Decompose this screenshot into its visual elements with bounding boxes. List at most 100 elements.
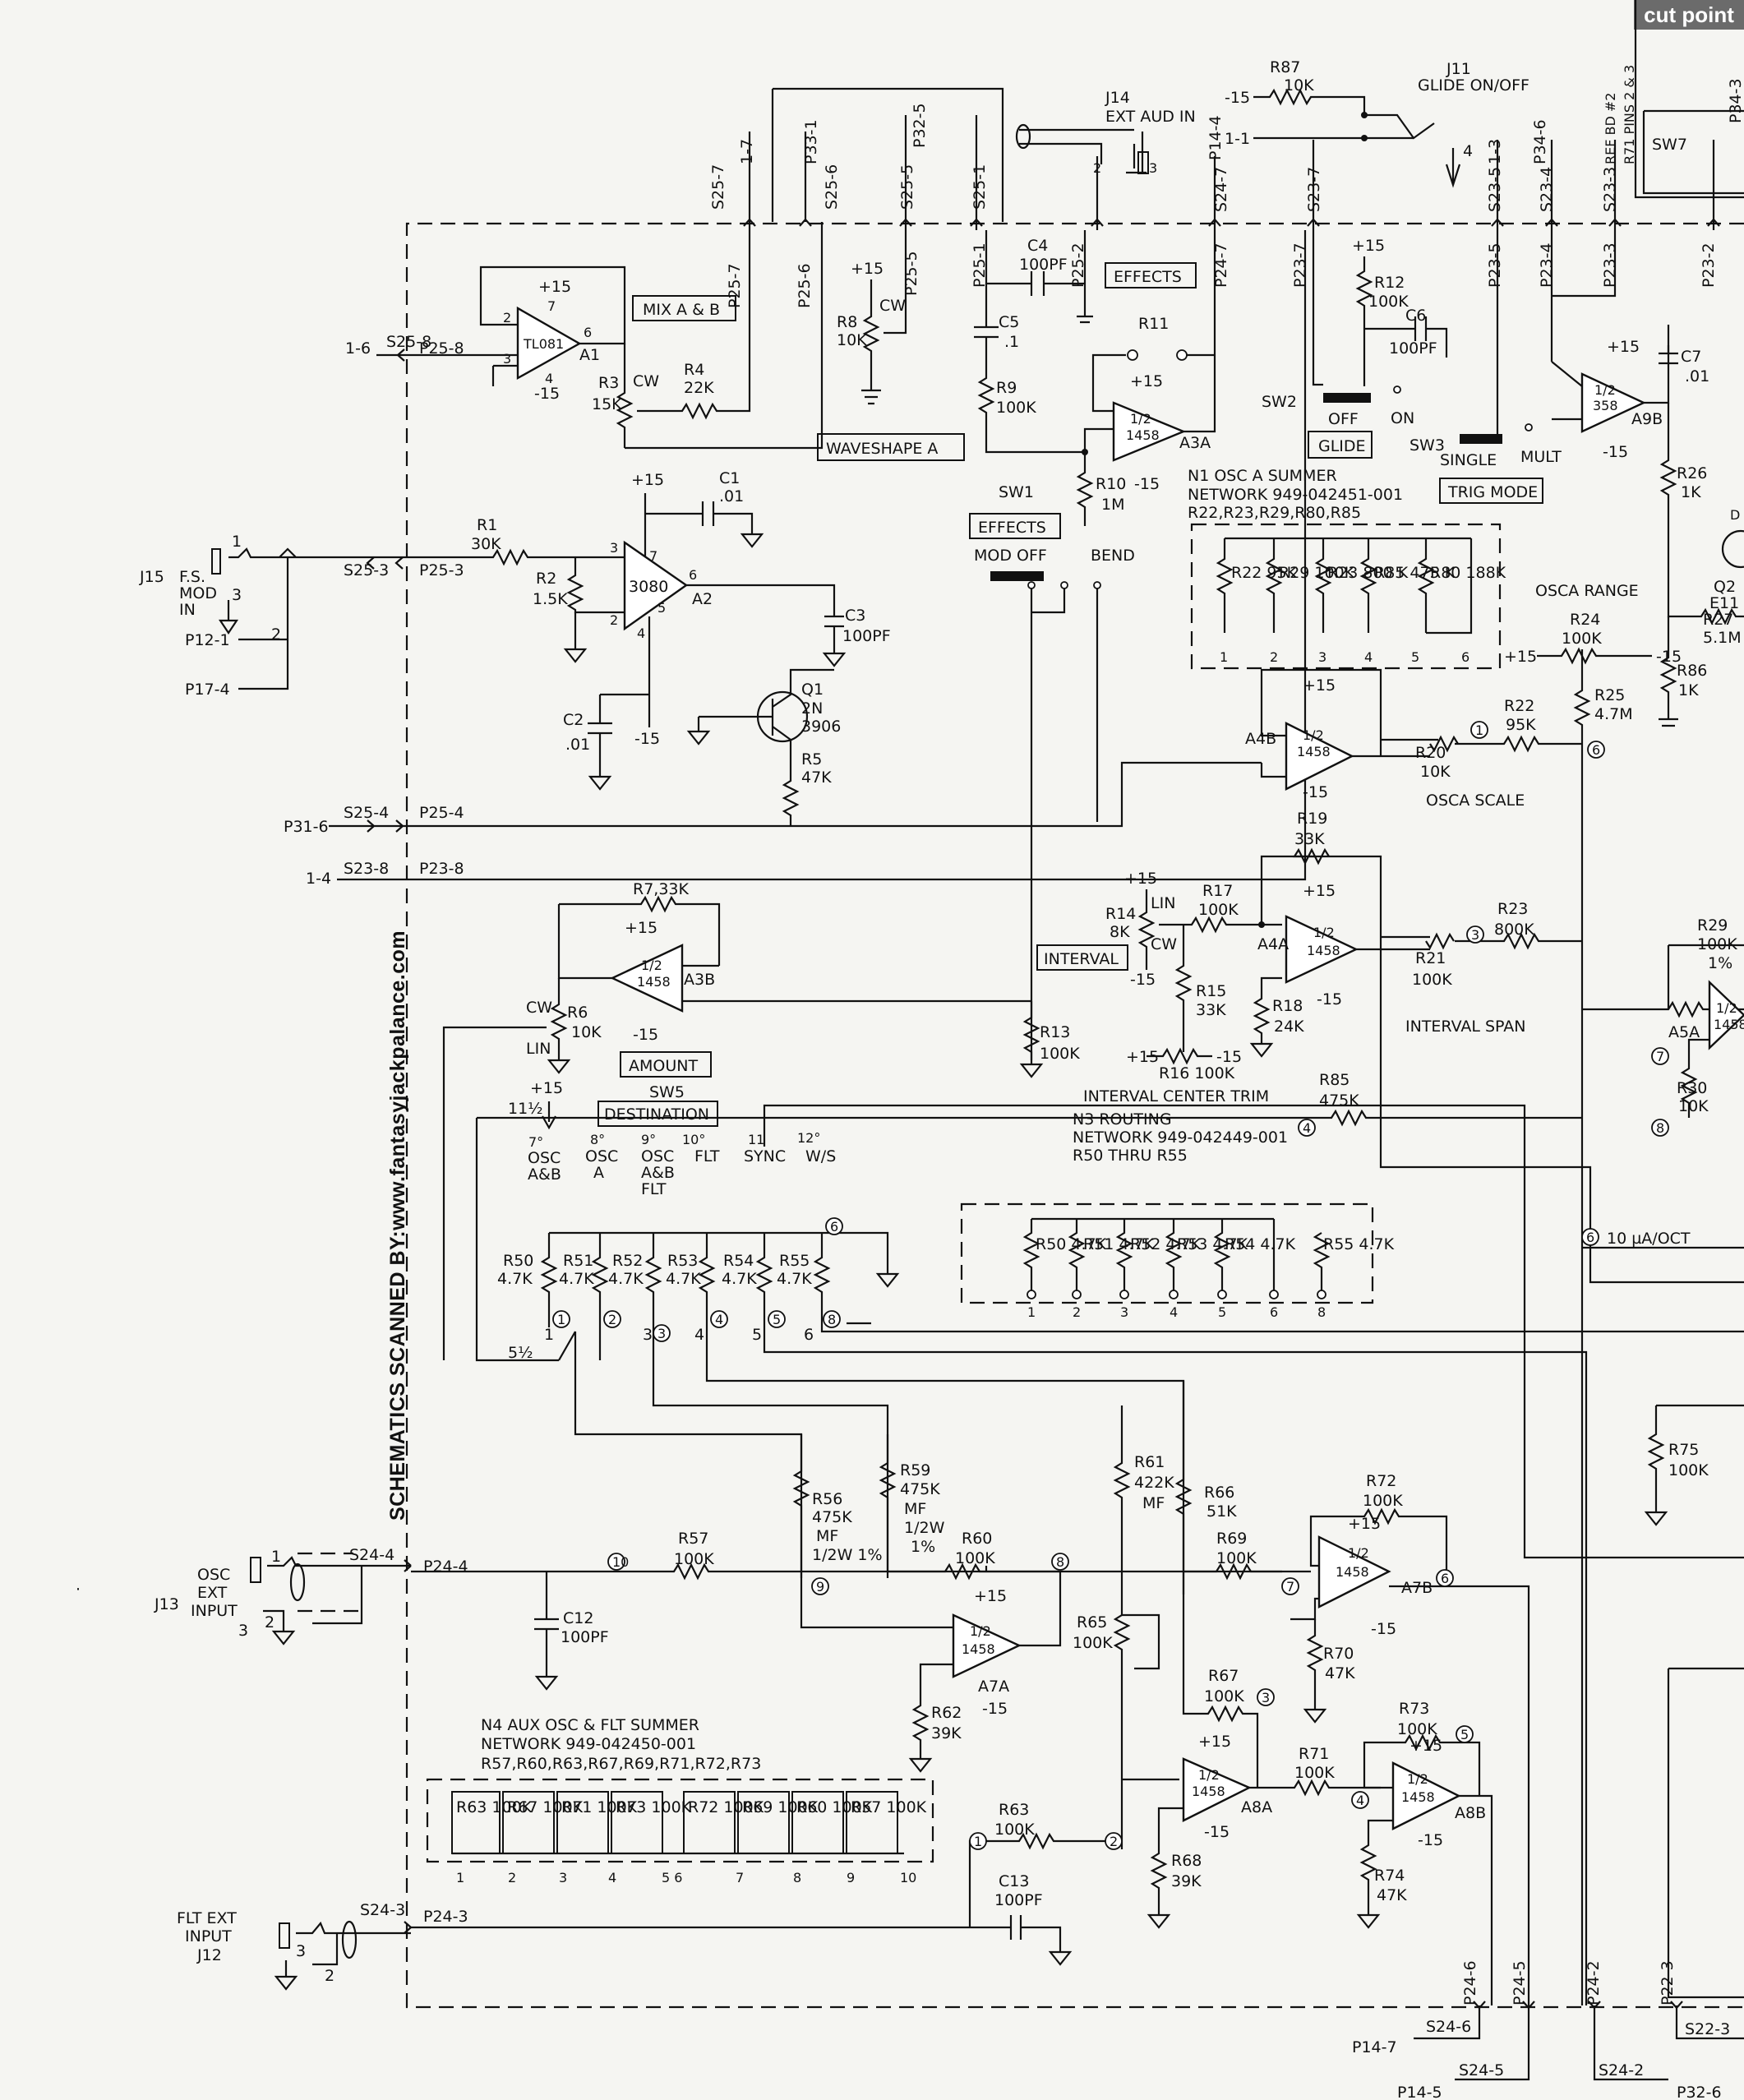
svg-text:BEND: BEND xyxy=(1091,547,1135,565)
svg-text:7: 7 xyxy=(1656,1049,1664,1064)
svg-text:3906: 3906 xyxy=(801,718,841,736)
svg-text:P17-4: P17-4 xyxy=(185,681,230,699)
svg-text:47K: 47K xyxy=(1325,1664,1355,1682)
svg-text:S25-4: S25-4 xyxy=(344,804,389,822)
trig-section: SW3 SINGLE MULT TRIG MODE xyxy=(1410,230,1562,504)
svg-text:3: 3 xyxy=(238,1622,248,1640)
svg-text:-15: -15 xyxy=(1216,1048,1242,1066)
svg-text:R54: R54 xyxy=(723,1252,754,1270)
svg-text:N1 OSC A SUMMER: N1 OSC A SUMMER xyxy=(1188,467,1337,485)
svg-text:3: 3 xyxy=(657,1326,666,1341)
svg-text:5: 5 xyxy=(657,600,666,616)
svg-text:SW3: SW3 xyxy=(1410,436,1445,455)
svg-text:SW5: SW5 xyxy=(649,1083,685,1101)
svg-text:S24-7: S24-7 xyxy=(1212,167,1230,212)
svg-text:SW7: SW7 xyxy=(1652,136,1687,154)
svg-text:ON: ON xyxy=(1391,409,1414,427)
svg-text:1: 1 xyxy=(1027,1304,1036,1320)
svg-text:R4: R4 xyxy=(684,361,704,379)
sw1-section: SW1 EFFECTS MOD OFF BEND xyxy=(969,483,1135,1060)
svg-text:5: 5 xyxy=(1218,1304,1226,1320)
svg-text:5.1M: 5.1M xyxy=(1703,629,1742,647)
svg-text:+15: +15 xyxy=(1198,1733,1231,1751)
svg-text:1458: 1458 xyxy=(1126,427,1160,443)
svg-text:100K: 100K xyxy=(1294,1764,1335,1782)
svg-text:NETWORK 949-042451-001: NETWORK 949-042451-001 xyxy=(1188,486,1403,504)
svg-text:3: 3 xyxy=(610,540,618,556)
svg-text:S24-3: S24-3 xyxy=(360,1901,405,1919)
svg-text:39K: 39K xyxy=(1171,1872,1202,1890)
svg-text:AMOUNT: AMOUNT xyxy=(629,1057,698,1075)
svg-text:3: 3 xyxy=(296,1942,306,1960)
svg-text:10: 10 xyxy=(900,1870,916,1885)
svg-text:R86: R86 xyxy=(1677,662,1707,680)
svg-text:8: 8 xyxy=(1056,1554,1064,1570)
svg-text:R71: R71 xyxy=(1299,1745,1329,1763)
svg-text:10K: 10K xyxy=(571,1023,602,1041)
svg-text:1: 1 xyxy=(557,1312,565,1327)
svg-text:EFFECTS: EFFECTS xyxy=(1114,268,1182,286)
svg-text:R53 4.7K: R53 4.7K xyxy=(1177,1235,1248,1253)
svg-text:2: 2 xyxy=(1110,1834,1118,1849)
svg-text:3: 3 xyxy=(559,1870,567,1885)
svg-text:51K: 51K xyxy=(1206,1502,1237,1521)
svg-text:30K: 30K xyxy=(471,535,501,553)
svg-text:J14: J14 xyxy=(1105,89,1130,107)
svg-text:R1: R1 xyxy=(477,516,497,534)
a5a-opamp xyxy=(1708,980,1744,1050)
interval-box xyxy=(1036,944,1128,971)
left-connectors: P31-6 S25-4 P25-4 1-4 S23-8 P23-8 xyxy=(284,230,1307,888)
svg-text:OSCA RANGE: OSCA RANGE xyxy=(1535,582,1639,600)
svg-text:1/2: 1/2 xyxy=(1407,1771,1428,1787)
svg-text:+15: +15 xyxy=(1348,1515,1381,1533)
svg-text:9°: 9° xyxy=(641,1132,656,1147)
svg-text:R63 100K: R63 100K xyxy=(456,1798,533,1816)
svg-text:100K: 100K xyxy=(1216,1549,1257,1567)
svg-text:15K: 15K xyxy=(592,395,622,413)
svg-text:1: 1 xyxy=(544,1326,554,1344)
svg-text:P25-5: P25-5 xyxy=(902,251,920,296)
svg-text:OFF: OFF xyxy=(1328,410,1359,428)
svg-text:100PF: 100PF xyxy=(1389,339,1437,358)
svg-text:P32-5: P32-5 xyxy=(911,103,929,148)
svg-text:WAVESHAPE A: WAVESHAPE A xyxy=(826,440,938,458)
svg-text:3: 3 xyxy=(1471,927,1479,943)
svg-text:1-7: 1-7 xyxy=(738,139,756,164)
svg-text:R54 4.7K: R54 4.7K xyxy=(1225,1235,1296,1253)
svg-text:6: 6 xyxy=(804,1326,814,1344)
svg-text:-15: -15 xyxy=(982,1700,1008,1718)
svg-text:J12: J12 xyxy=(196,1946,222,1964)
a7b-section: R61 422K MF R65 100K R66 51K R69 100K 7 … xyxy=(1073,1381,1530,2005)
svg-text:A3B: A3B xyxy=(684,971,715,989)
svg-text:-15: -15 xyxy=(534,385,560,403)
svg-text:Q2: Q2 xyxy=(1714,578,1736,596)
n1-network: N1 OSC A SUMMER NETWORK 949-042451-001 R… xyxy=(1188,467,1506,670)
svg-text:3: 3 xyxy=(643,1326,653,1344)
svg-text:R75: R75 xyxy=(1668,1441,1699,1459)
svg-text:6: 6 xyxy=(689,567,697,583)
svg-text:4.7K: 4.7K xyxy=(608,1270,644,1288)
svg-text:4.7K: 4.7K xyxy=(777,1270,812,1288)
amount-box xyxy=(620,1051,712,1078)
svg-text:1/2: 1/2 xyxy=(1130,411,1151,427)
sw5-section: +15 11½ SW5 DESTINATION 7° OSCA&B 8° OSC… xyxy=(497,1079,1744,2005)
svg-text:4: 4 xyxy=(1170,1304,1178,1320)
svg-text:2: 2 xyxy=(508,1870,516,1885)
svg-text:R14: R14 xyxy=(1105,905,1136,923)
svg-text:47K: 47K xyxy=(801,768,832,787)
svg-text:4: 4 xyxy=(715,1312,723,1327)
svg-text:C2: C2 xyxy=(563,711,584,729)
svg-text:R12: R12 xyxy=(1374,274,1405,292)
svg-text:Q1: Q1 xyxy=(801,681,824,699)
svg-text:R67 100K: R67 100K xyxy=(507,1798,584,1816)
svg-text:+15: +15 xyxy=(1410,1737,1442,1755)
svg-text:1/2W 1%: 1/2W 1% xyxy=(812,1546,883,1564)
svg-text:3: 3 xyxy=(1262,1690,1270,1705)
svg-text:R52 4.7K: R52 4.7K xyxy=(1130,1235,1202,1253)
svg-text:INTERVAL SPAN: INTERVAL SPAN xyxy=(1405,1018,1526,1036)
svg-text:8K: 8K xyxy=(1110,923,1130,941)
waveshape-box xyxy=(817,433,965,461)
svg-text:P25-4: P25-4 xyxy=(419,804,464,822)
svg-text:2: 2 xyxy=(325,1967,334,1985)
